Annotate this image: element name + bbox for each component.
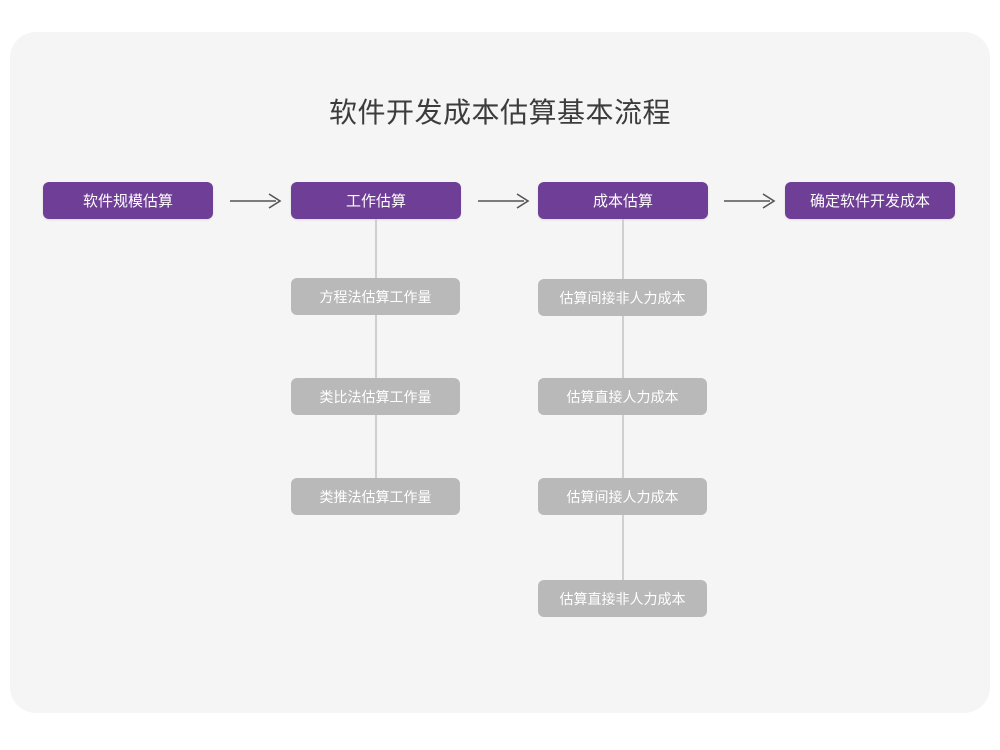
connector-cost-3 <box>622 415 624 478</box>
node-software-scale-estimation[interactable]: 软件规模估算 <box>43 182 213 219</box>
node-label: 估算直接人力成本 <box>566 388 679 405</box>
connector-work-3 <box>375 415 377 478</box>
node-cost-estimation[interactable]: 成本估算 <box>538 182 708 219</box>
node-label: 类比法估算工作量 <box>319 388 432 405</box>
diagram-canvas <box>10 32 990 713</box>
connector-cost-4 <box>622 515 624 580</box>
node-label: 估算间接人力成本 <box>566 488 679 505</box>
node-indirect-labor-cost[interactable]: 估算间接人力成本 <box>538 478 707 515</box>
node-label: 方程法估算工作量 <box>319 288 432 305</box>
node-analogy-method-workload[interactable]: 类比法估算工作量 <box>291 378 460 415</box>
node-direct-labor-cost[interactable]: 估算直接人力成本 <box>538 378 707 415</box>
arrow-right-icon-1 <box>228 190 286 212</box>
node-direct-nonlabor-cost[interactable]: 估算直接非人力成本 <box>538 580 707 617</box>
connector-work-2 <box>375 315 377 378</box>
node-equation-method-workload[interactable]: 方程法估算工作量 <box>291 278 460 315</box>
node-indirect-nonlabor-cost[interactable]: 估算间接非人力成本 <box>538 279 707 316</box>
node-label: 估算间接非人力成本 <box>559 289 686 306</box>
node-label: 类推法估算工作量 <box>319 488 432 505</box>
node-label: 软件规模估算 <box>82 193 173 210</box>
connector-cost-2 <box>622 316 624 378</box>
node-label: 工作估算 <box>345 193 406 210</box>
node-label: 估算直接非人力成本 <box>559 590 686 607</box>
arrow-right-icon-2 <box>476 190 534 212</box>
node-work-estimation[interactable]: 工作估算 <box>291 182 461 219</box>
node-label: 成本估算 <box>592 193 653 210</box>
connector-work-1 <box>375 219 377 278</box>
node-label: 确定软件开发成本 <box>809 193 930 210</box>
connector-cost-1 <box>622 219 624 279</box>
node-determine-development-cost[interactable]: 确定软件开发成本 <box>785 182 955 219</box>
page-title: 软件开发成本估算基本流程 <box>328 97 671 128</box>
arrow-right-icon-3 <box>722 190 780 212</box>
node-inference-method-workload[interactable]: 类推法估算工作量 <box>291 478 460 515</box>
